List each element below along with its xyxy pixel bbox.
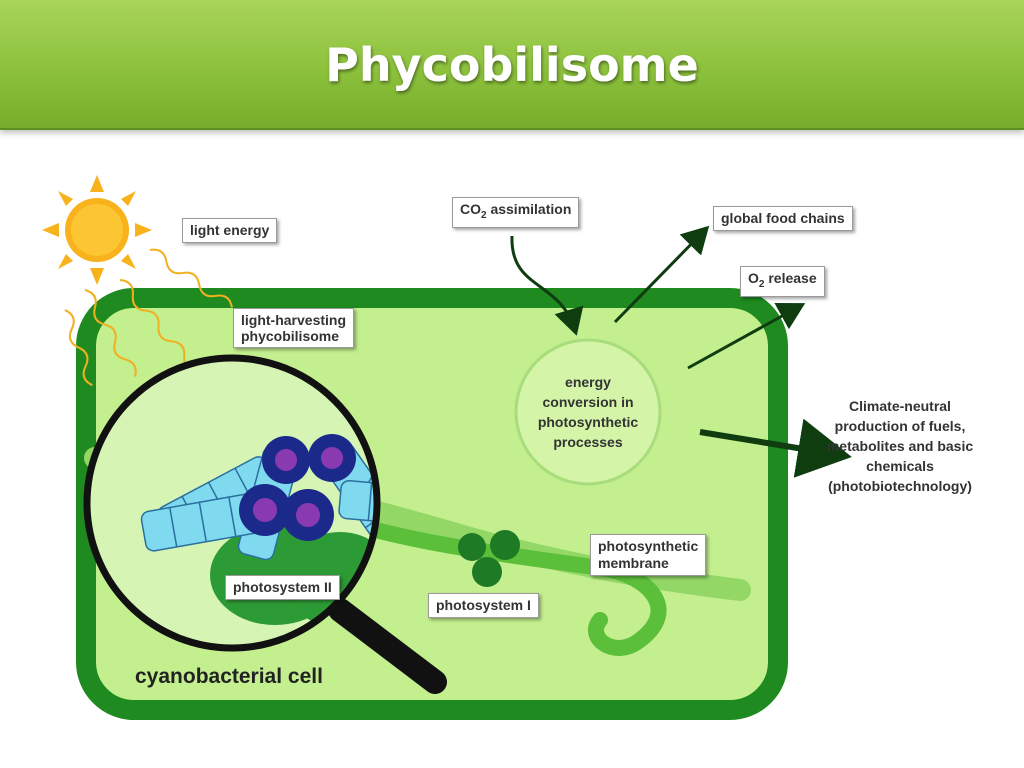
food-chain-arrow <box>613 225 710 324</box>
light-harvesting-label: light-harvesting phycobilisome <box>233 308 355 348</box>
global-food-chains-label: global food chains <box>713 206 853 231</box>
energy-conversion-circle <box>514 338 662 486</box>
light-energy-label: light energy <box>182 218 278 243</box>
phycobilisome-core <box>239 434 356 541</box>
photosynthetic-membrane-label: photosynthetic membrane <box>590 534 707 576</box>
photosystem-i-complex <box>458 530 520 587</box>
production-arrow <box>699 418 852 478</box>
o2-release-label: O2 release <box>740 266 825 297</box>
co2-arrow <box>510 235 584 336</box>
photosystem-ii-label: photosystem II <box>225 575 340 600</box>
climate-neutral-text: Climate-neutral production of fuels, met… <box>826 398 974 494</box>
membrane-fold <box>332 512 667 656</box>
cyanobacterial-cell-label: cyanobacterial cell <box>135 665 323 688</box>
energy-conversion-text: energy conversion in photosynthetic proc… <box>537 374 639 450</box>
co2-assimilation-label: CO2 assimilation <box>452 197 580 228</box>
phycobilisome-diagram: light energy light-harvesting phycobilis… <box>40 170 1000 768</box>
slide-title: Phycobilisome <box>325 38 699 92</box>
photosystem-i-label: photosystem I <box>428 593 539 618</box>
light-waves-icon <box>64 248 233 387</box>
title-bar: Phycobilisome <box>0 0 1024 130</box>
o2-arrow <box>687 303 806 370</box>
sun-icon <box>42 175 152 285</box>
